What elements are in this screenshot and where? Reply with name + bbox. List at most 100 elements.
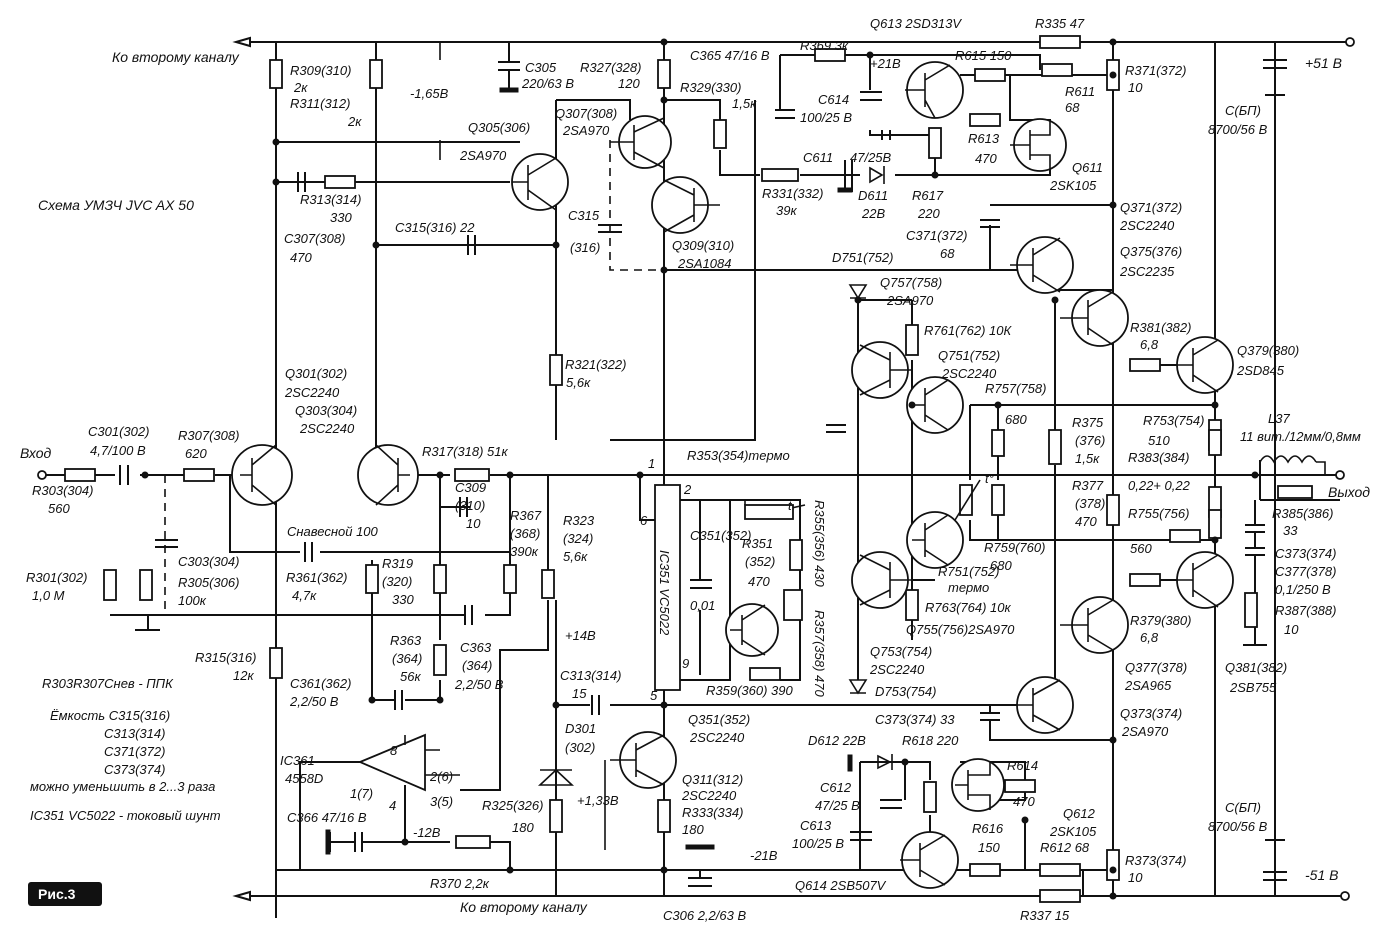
label-c363: С363 [460,640,492,655]
label-r315: R315(316) [195,650,256,665]
resistor-r305 [139,569,153,601]
label-r351b: (352) [745,554,775,569]
label-r337: R337 15 [1020,908,1070,923]
transistor-q377 [1060,596,1129,654]
output-label: Выход [1328,484,1370,500]
transistor-q751 [906,376,964,434]
capacitors [119,42,1287,887]
label-r611: R611 [1065,84,1095,99]
label-c614v: 100/25 В [800,110,852,125]
label-q375t: 2SC2235 [1119,264,1175,279]
label-c306: С306 2,2/63 В [663,908,746,923]
label-d301b: (302) [565,740,595,755]
label-q371t: 2SC2240 [1119,218,1175,233]
label-c315: С315(316) 22 [395,220,475,235]
resistor-r379 [1129,573,1161,587]
label-c309b: (310) [455,498,485,513]
label-d753: D753(754) [875,684,936,699]
resistor-r309 [269,59,283,89]
diode-d612 [877,754,893,770]
resistor-r363 [433,644,447,676]
transistors [231,61,1234,889]
label-r355: R355(356) 430 [812,500,827,587]
resistor-r303 [64,468,96,482]
figure-label: Рис.3 [38,886,76,902]
label-r611v: 68 [1065,100,1080,115]
label-l37v: 11 вит./12мм/0,8мм [1240,429,1361,444]
label-ic351: IC351 VC5022 [657,550,672,636]
label-r363b: (364) [392,651,422,666]
label-c307: С307(308) [284,231,345,246]
label-r321v: 5,6к [566,375,591,390]
label-r751: R751(752) [938,564,999,579]
label-c371v: 68 [940,246,955,261]
label-r387v: 10 [1284,622,1299,637]
resistor-r325 [549,799,563,833]
label-r331v: 39к [776,203,797,218]
label-r379v: 6,8 [1140,630,1159,645]
label-q381t: 2SB755 [1229,680,1277,695]
resistor-r617 [928,127,942,159]
resistor-r387 [1244,592,1258,628]
resistor-r361 [365,564,379,594]
label-r309: R309(310) [290,63,351,78]
label-r367v: 390к [510,544,539,559]
label-n17: 1(7) [350,786,373,801]
label-c301v: 4,7/100 В [90,443,146,458]
resistor-r757 [991,429,1005,457]
label-c361v: 2,2/50 В [289,694,339,709]
resistor-r335 [1039,35,1081,49]
label-r317: R317(318) 51к [422,444,508,459]
diode-d301 [537,768,575,786]
label-r363: R363 [390,633,422,648]
label-q307: Q307(308) [555,106,617,121]
label-c351v: 0,01 [690,598,715,613]
label-q612: Q612 [1063,806,1096,821]
label-r311v: 2к [347,114,362,129]
label-r305: R305(306) [178,575,239,590]
resistor-r375 [1048,429,1062,465]
label-d751: D751(752) [832,250,893,265]
label-d611: D611 [858,188,888,203]
label-c309: С309 [455,480,486,495]
label-r325v: 180 [512,820,534,835]
label-c611v: 47/25В [850,150,892,165]
label-cbp1: С(БП) [1225,103,1261,118]
label-r375v: 1,5к [1075,451,1100,466]
resistor-r337 [1039,889,1081,903]
label-tdeg2: t [788,498,793,513]
label-snev: Снавесной 100 [287,524,379,539]
label-q753t: 2SC2240 [869,662,925,677]
pos-rail-label: +51 В [1305,55,1342,71]
label-r351v: 470 [748,574,770,589]
label-r303v: 560 [48,501,70,516]
resistor-r613 [969,113,1001,127]
label-r385: R385(386) [1272,506,1333,521]
label-r363v: 56к [400,669,421,684]
label-r373: R373(374) [1125,853,1186,868]
transistor-q373 [1010,676,1074,734]
resistor-r763 [905,589,919,621]
resistor-r616 [969,863,1001,877]
resistor-r331 [761,168,799,182]
label-c371: С371(372) [906,228,967,243]
label-c365: С365 47/16 В [690,48,770,63]
label-r301: R301(302) [26,570,87,585]
inductor-l37 [1259,455,1317,464]
label-q613: Q613 2SD313V [870,16,962,31]
label-c612v: 47/25 В [815,798,860,813]
resistor-r327 [657,59,671,89]
label-n5: 5 [650,688,658,703]
label-c361: С361(362) [290,676,351,691]
label-r377: R377 [1072,478,1104,493]
label-p14: +14В [565,628,596,643]
label-r371: R371(372) [1125,63,1186,78]
label-r305v: 100к [178,593,207,608]
transistor-q351 [725,603,779,657]
label-r618: R618 220 [902,733,959,748]
resistor-r333 [657,799,671,833]
label-q311t: 2SC2240 [681,788,737,803]
input-label: Вход [20,445,52,461]
label-r333: R333(334) [682,805,743,820]
